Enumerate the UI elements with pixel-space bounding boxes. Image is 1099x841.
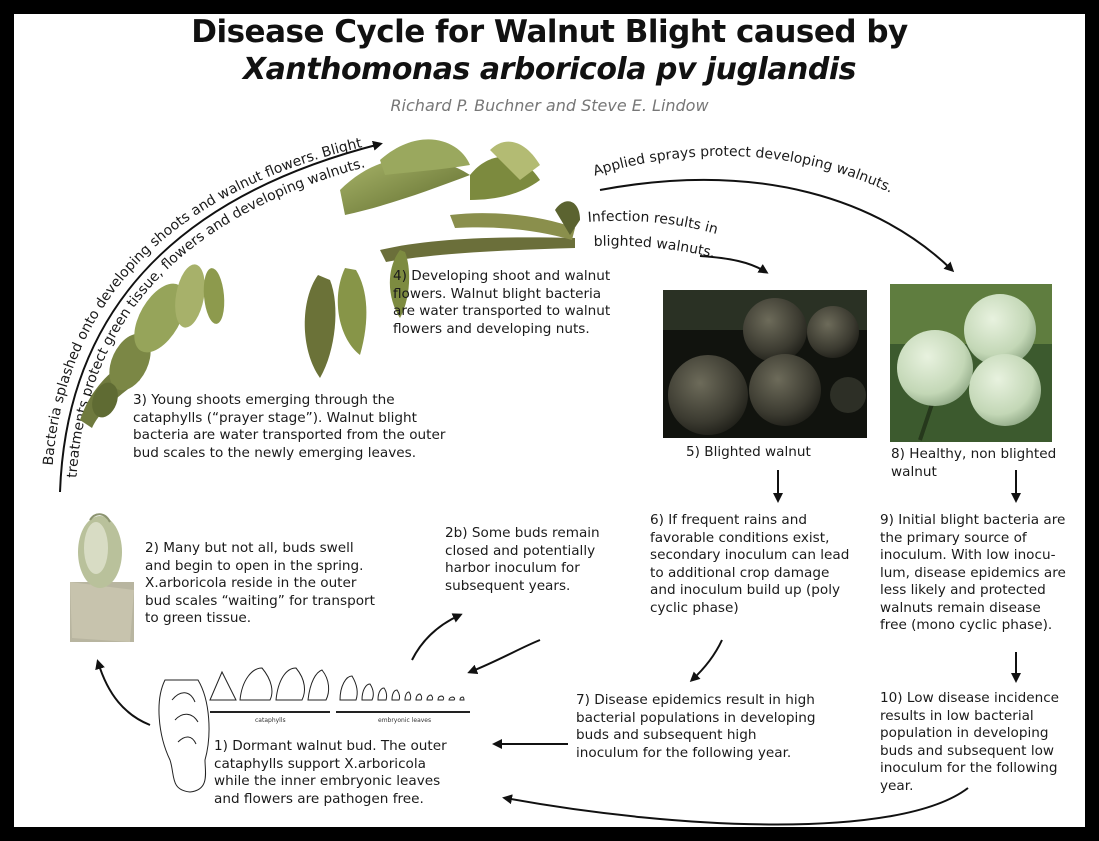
- step-6-text: 6) If frequent rains and favorable condi…: [650, 512, 849, 617]
- infection-label-line-1: Infection results in: [587, 209, 720, 238]
- embryonic-leaves-label: embryonic leaves: [378, 717, 431, 724]
- blighted-walnut-image: [663, 290, 867, 438]
- step-1-text: 1) Dormant walnut bud. The outer cataphy…: [214, 738, 447, 808]
- step-9-text: 9) Initial blight bacteria are the prima…: [880, 512, 1066, 635]
- step-7-text: 7) Disease epidemics result in high bact…: [576, 692, 816, 762]
- step-8-text: 8) Healthy, non blighted walnut: [891, 446, 1056, 481]
- sprays-label: Applied sprays protect developing walnut…: [591, 144, 895, 197]
- arrow-1-to-2: [98, 662, 150, 725]
- healthy-walnut-image: [890, 284, 1052, 442]
- step-10-text: 10) Low disease incidence results in low…: [880, 690, 1059, 795]
- step-3-text: 3) Young shoots emerging through the cat…: [133, 392, 445, 462]
- step-4-text: 4) Developing shoot and walnut flowers. …: [393, 268, 610, 338]
- arrow-6-to-1: [470, 640, 540, 672]
- infection-label-line-2: blighted walnuts.: [594, 234, 717, 262]
- arrow-1-to-2b: [412, 615, 460, 660]
- step-2b-text: 2b) Some buds remain closed and potentia…: [445, 525, 600, 595]
- arrow-6-to-7: [692, 640, 722, 680]
- cataphylls-label: cataphylls: [255, 717, 286, 724]
- step-2-text: 2) Many but not all, buds swell and begi…: [145, 540, 375, 628]
- swelling-bud-image: [70, 514, 134, 642]
- step-5-text: 5) Blighted walnut: [686, 444, 811, 462]
